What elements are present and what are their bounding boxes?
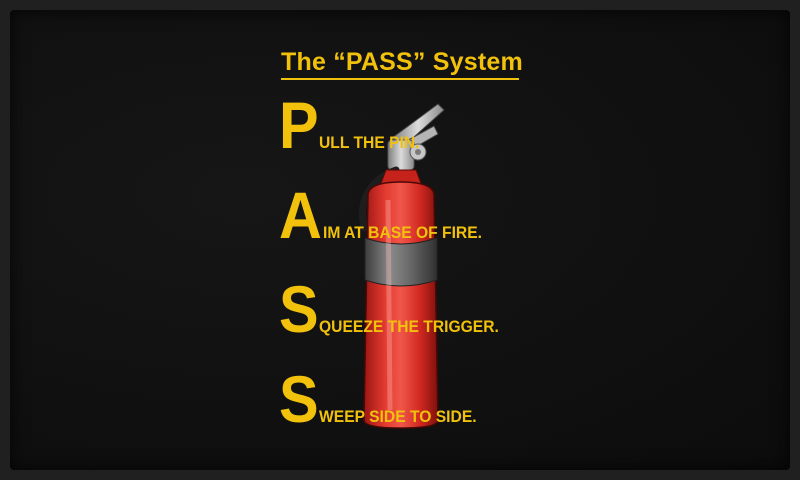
fire-extinguisher-icon (359, 103, 445, 429)
step-sweep-letter: S (279, 362, 319, 436)
step-pull: PULL THE PIN. (279, 92, 428, 158)
title-underline (281, 78, 519, 80)
step-aim-text: IM AT BASE OF FIRE. (322, 223, 482, 242)
step-sweep: SWEEP SIDE TO SIDE. (279, 366, 490, 432)
step-squeeze: SQUEEZE THE TRIGGER. (279, 276, 515, 342)
step-aim-letter: A (279, 178, 322, 252)
step-aim: AIM AT BASE OF FIRE. (279, 182, 496, 248)
pass-title: The “PASS” System (281, 48, 523, 76)
step-squeeze-letter: S (279, 272, 319, 346)
step-pull-letter: P (279, 88, 319, 162)
step-sweep-text: WEEP SIDE TO SIDE. (319, 407, 477, 426)
step-squeeze-text: QUEEZE THE TRIGGER. (319, 317, 499, 336)
step-pull-text: ULL THE PIN. (319, 133, 420, 152)
